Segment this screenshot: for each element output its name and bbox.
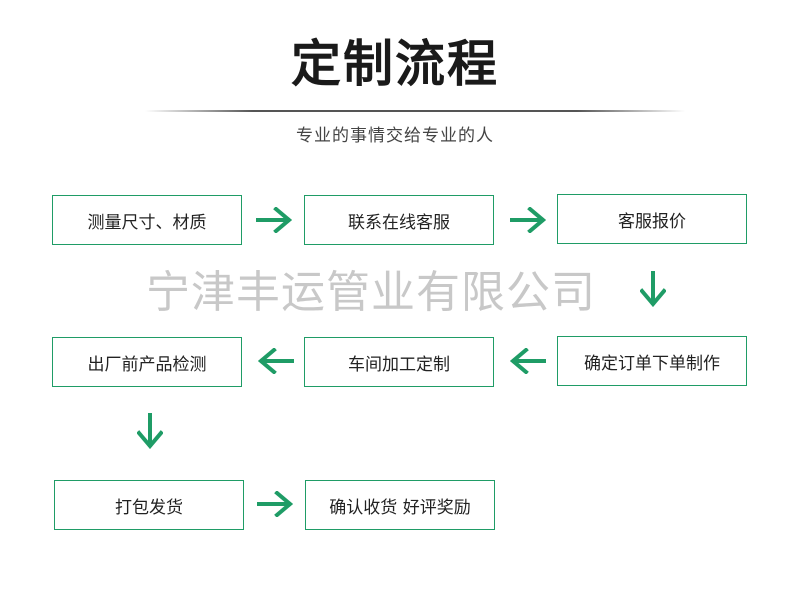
step-contact-service: 联系在线客服 <box>304 195 494 245</box>
step-processing: 车间加工定制 <box>304 337 494 387</box>
arrow-right-icon <box>510 207 546 233</box>
arrow-down-icon <box>137 413 163 449</box>
step-receipt-review: 确认收货 好评奖励 <box>305 480 495 530</box>
arrow-right-icon <box>256 207 292 233</box>
page-title: 定制流程 <box>291 35 499 93</box>
title-divider <box>145 110 685 112</box>
arrow-left-icon <box>510 348 546 374</box>
step-confirm-order: 确定订单下单制作 <box>557 336 747 386</box>
step-quotation: 客服报价 <box>557 194 747 244</box>
arrow-left-icon <box>258 348 294 374</box>
arrow-down-icon <box>640 271 666 307</box>
step-shipping: 打包发货 <box>54 480 244 530</box>
company-watermark: 宁津丰运管业有限公司 <box>146 267 596 318</box>
step-measure-size: 测量尺寸、材质 <box>52 195 242 245</box>
step-inspection: 出厂前产品检测 <box>52 337 242 387</box>
page-subtitle: 专业的事情交给专业的人 <box>296 126 494 146</box>
arrow-right-icon <box>257 491 293 517</box>
